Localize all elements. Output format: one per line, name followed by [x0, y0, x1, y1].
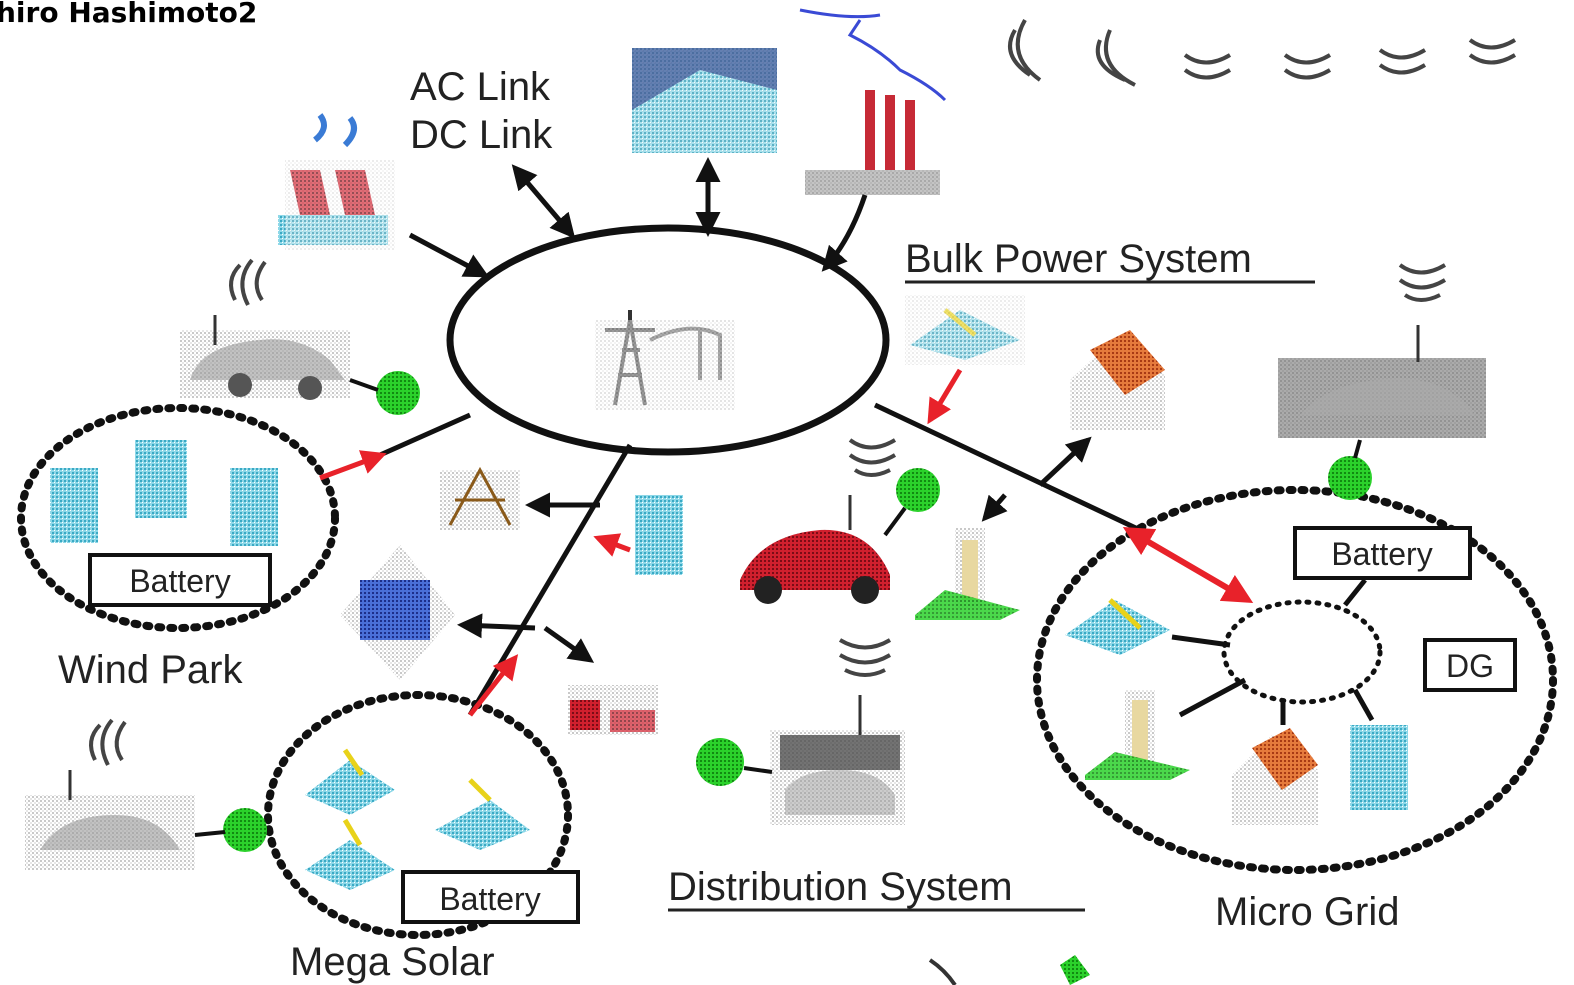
hydro-dam-icon — [632, 48, 777, 153]
house-arrow — [1038, 436, 1092, 487]
electric-car-icon — [740, 495, 890, 604]
building-arrow — [457, 613, 536, 639]
wind-park-label: Wind Park — [58, 648, 243, 692]
panel-red-arrow — [593, 533, 631, 557]
battery-box-wind — [88, 553, 272, 607]
electric-car-icon — [770, 695, 905, 825]
wind-panel-icon — [50, 468, 98, 543]
building-icon — [340, 545, 455, 680]
solar-panel-icon — [1350, 725, 1408, 810]
wireless-signal-icon — [229, 258, 267, 306]
wind-park-arrow — [319, 450, 387, 481]
lightning-icon — [928, 958, 957, 985]
solar-red-arrow — [927, 368, 963, 425]
micro-grid-lines — [1171, 578, 1375, 725]
ac-dc-link-arrow — [511, 164, 576, 239]
house-icon — [1232, 728, 1318, 825]
mega-solar-arrow — [468, 654, 519, 717]
solar-panel-icon — [1065, 598, 1170, 655]
bulk-power-system-label: Bulk Power System — [905, 237, 1252, 281]
plug-icon — [696, 738, 773, 786]
thermal-plant-icon — [278, 113, 395, 250]
author-header: hiro Hashimoto2 — [0, 0, 257, 29]
micro-grid-boundary — [1033, 486, 1557, 874]
wireless-signal-icon — [89, 718, 127, 766]
transmission-tower-icon — [595, 310, 735, 410]
distribution-system-label: Distribution System — [668, 865, 1013, 909]
micro-grid-label: Micro Grid — [1215, 890, 1399, 934]
wireless-signal-icon — [848, 438, 897, 477]
electric-car-icon — [25, 770, 195, 870]
factory-icon — [805, 90, 940, 195]
lightning-icon — [799, 8, 947, 102]
battery-label-solar: Battery — [439, 881, 540, 917]
electric-car-icon — [1278, 325, 1486, 438]
plug-icon — [1328, 439, 1372, 500]
factory-arrow — [821, 194, 868, 272]
wind-panel-icon — [230, 468, 278, 546]
dg-box — [1423, 638, 1517, 692]
office-arrow — [981, 493, 1008, 522]
dg-label: DG — [1446, 648, 1494, 684]
house-icon — [1070, 330, 1165, 430]
ac-link-label: AC Link — [410, 65, 551, 109]
wireless-signal-row — [1008, 19, 1517, 87]
solar-panel-icon — [905, 295, 1025, 365]
micro-grid-link-arrow — [1122, 526, 1254, 604]
wireless-signal-icon — [1398, 263, 1447, 302]
wireless-signal-icon — [838, 638, 892, 677]
factory-icon — [568, 685, 658, 735]
solar-panel-icon — [635, 495, 683, 575]
substation-icon — [440, 466, 520, 530]
wind-park-boundary — [17, 404, 339, 632]
office-icon — [1085, 690, 1190, 780]
battery-box-micro — [1293, 526, 1472, 580]
battery-box-solar — [401, 870, 580, 924]
dc-link-label: DC Link — [410, 113, 553, 157]
office-icon — [915, 528, 1020, 620]
plug-icon — [194, 808, 267, 852]
micro-grid-hub — [1221, 599, 1383, 705]
battery-label-micro: Battery — [1331, 536, 1432, 572]
mega-solar-label: Mega Solar — [290, 940, 495, 984]
plug-icon — [349, 371, 420, 415]
electric-car-icon — [180, 315, 350, 400]
factory-small-arrow — [543, 625, 595, 663]
decorative-mark — [1060, 955, 1090, 985]
mega-solar-boundary — [264, 691, 572, 939]
solar-panel-icon — [305, 748, 530, 890]
thermal-arrow — [408, 232, 490, 278]
battery-label-wind: Battery — [129, 563, 230, 599]
wind-panel-icon — [135, 440, 187, 518]
plug-icon — [883, 468, 940, 537]
